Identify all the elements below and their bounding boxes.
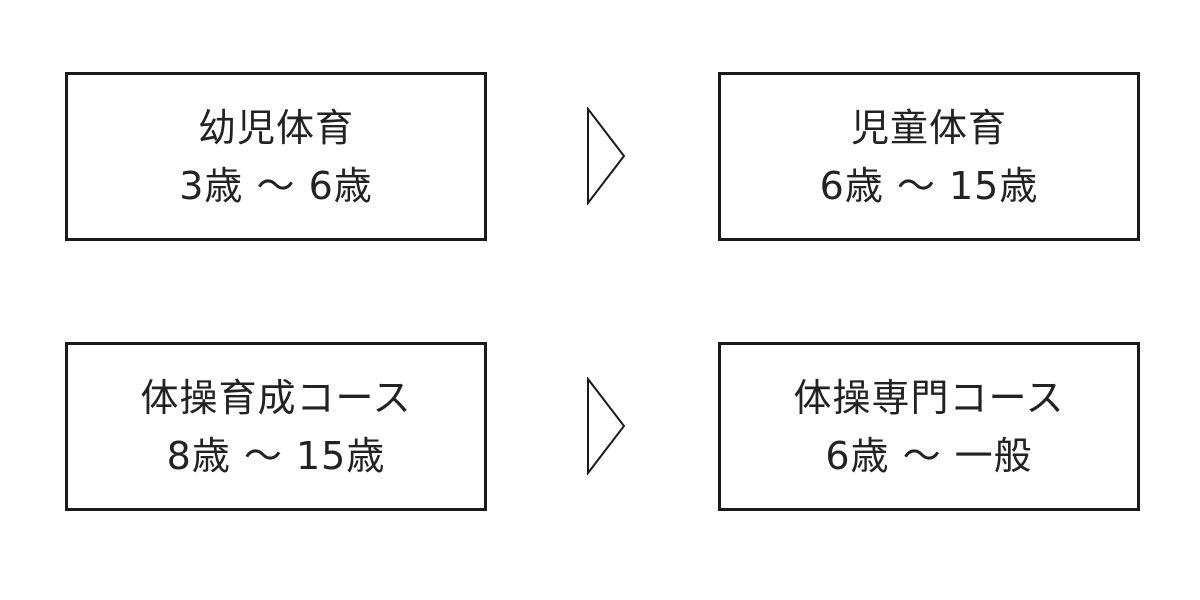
chevron-right-outline-icon [587,107,626,205]
program-title: 幼児体育 [197,105,354,150]
program-age-range: 6歳 〜 15歳 [819,163,1039,208]
program-box-gymnastics-development: 体操育成コース 8歳 〜 15歳 [65,342,487,511]
program-age-range: 8歳 〜 15歳 [166,433,386,478]
program-title: 児童体育 [850,105,1007,150]
program-age-range: 6歳 〜 一般 [825,433,1033,478]
program-title: 体操育成コース [140,375,412,420]
program-age-range: 3歳 〜 6歳 [179,163,373,208]
program-box-early-childhood: 幼児体育 3歳 〜 6歳 [65,72,487,241]
program-box-gymnastics-specialist: 体操専門コース 6歳 〜 一般 [718,342,1140,511]
chevron-right-outline-icon [587,377,626,475]
program-title: 体操専門コース [793,375,1065,420]
program-box-children: 児童体育 6歳 〜 15歳 [718,72,1140,241]
